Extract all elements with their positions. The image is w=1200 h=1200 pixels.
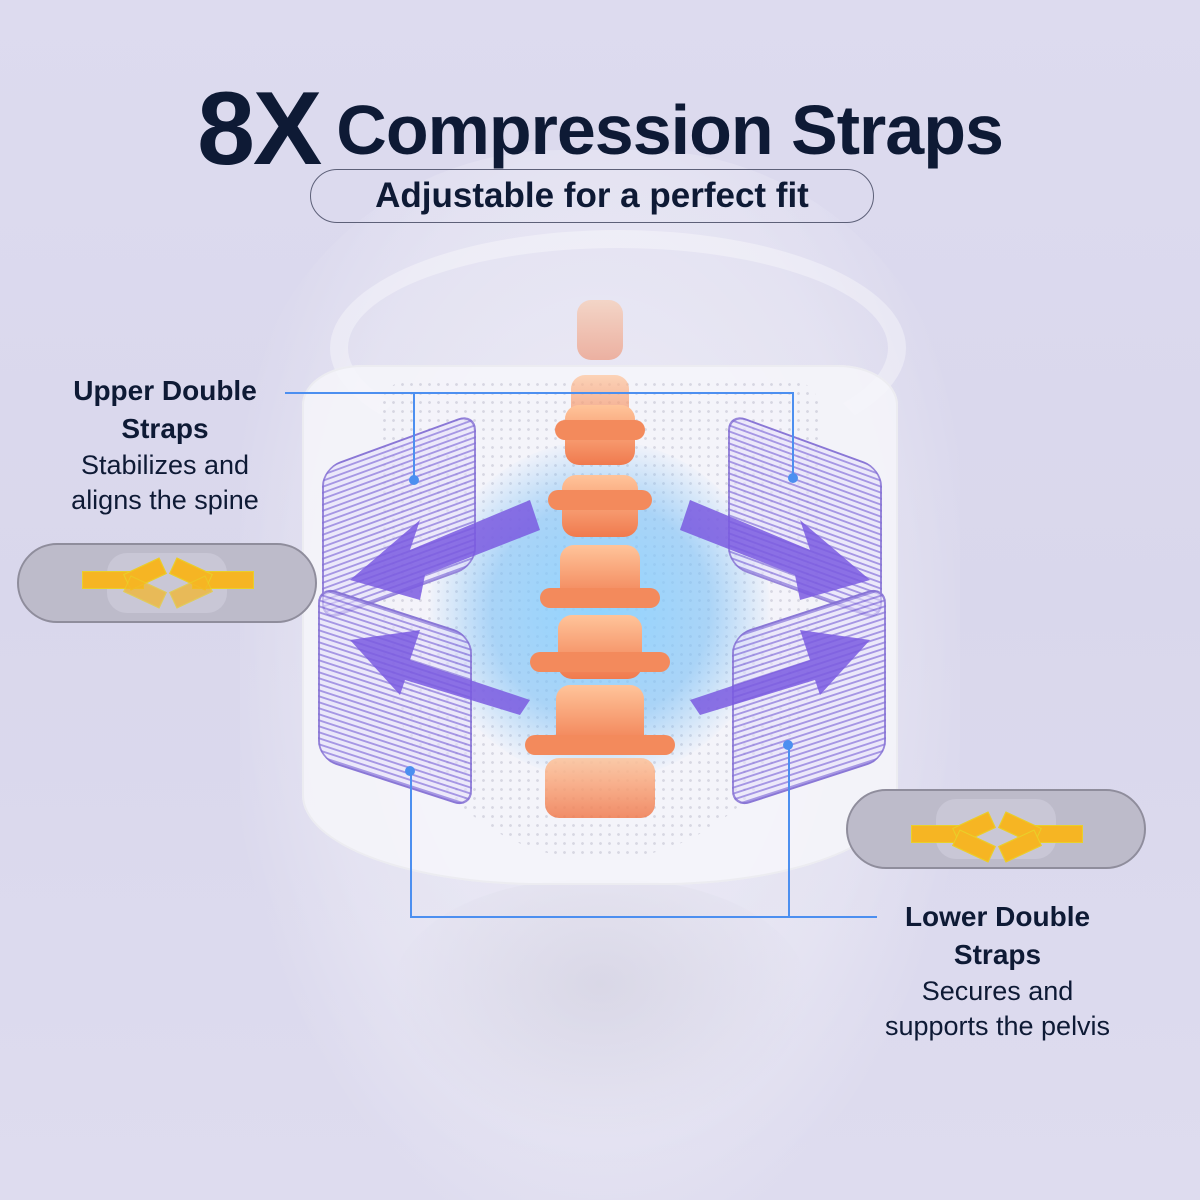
transverse-process bbox=[530, 652, 670, 672]
lower-straps-callout: Lower Double Straps Secures and supports… bbox=[850, 898, 1145, 1044]
transverse-process bbox=[548, 490, 652, 510]
callout-description: Secures and bbox=[921, 976, 1074, 1006]
upper-left-marker bbox=[409, 475, 419, 485]
lower-connector-line bbox=[410, 771, 412, 917]
callout-description: Stabilizes and bbox=[80, 450, 250, 480]
pelvis-silhouette bbox=[390, 880, 810, 1140]
mini-brace-lower-straps-diagram bbox=[846, 789, 1146, 869]
transverse-process bbox=[555, 420, 645, 440]
strap-count: 8X bbox=[197, 71, 322, 187]
lower-right-marker bbox=[783, 740, 793, 750]
upper-connector-line bbox=[792, 392, 794, 478]
callout-description: supports the pelvis bbox=[884, 1011, 1111, 1041]
callout-heading: Lower Double bbox=[904, 901, 1091, 932]
subtitle-pill: Adjustable for a perfect fit bbox=[310, 169, 874, 223]
transverse-process bbox=[525, 735, 675, 755]
compression-arrow-icon bbox=[350, 500, 870, 715]
callout-heading: Straps bbox=[121, 413, 209, 444]
lower-connector-line bbox=[410, 916, 877, 918]
mini-brace-upper-straps-diagram bbox=[17, 543, 317, 623]
lower-connector-line bbox=[788, 745, 790, 917]
transverse-process bbox=[540, 588, 660, 608]
callout-heading: Upper Double bbox=[73, 375, 257, 406]
upper-straps-callout: Upper Double Straps Stabilizes and align… bbox=[20, 372, 310, 518]
upper-right-marker bbox=[788, 473, 798, 483]
upper-connector-line bbox=[285, 392, 794, 394]
upper-connector-line bbox=[413, 392, 415, 480]
title-text: Compression Straps bbox=[336, 90, 1004, 169]
lower-left-marker bbox=[405, 766, 415, 776]
subtitle-text: Adjustable for a perfect fit bbox=[375, 176, 809, 215]
callout-heading: Straps bbox=[953, 939, 1042, 970]
callout-description: aligns the spine bbox=[71, 485, 259, 515]
